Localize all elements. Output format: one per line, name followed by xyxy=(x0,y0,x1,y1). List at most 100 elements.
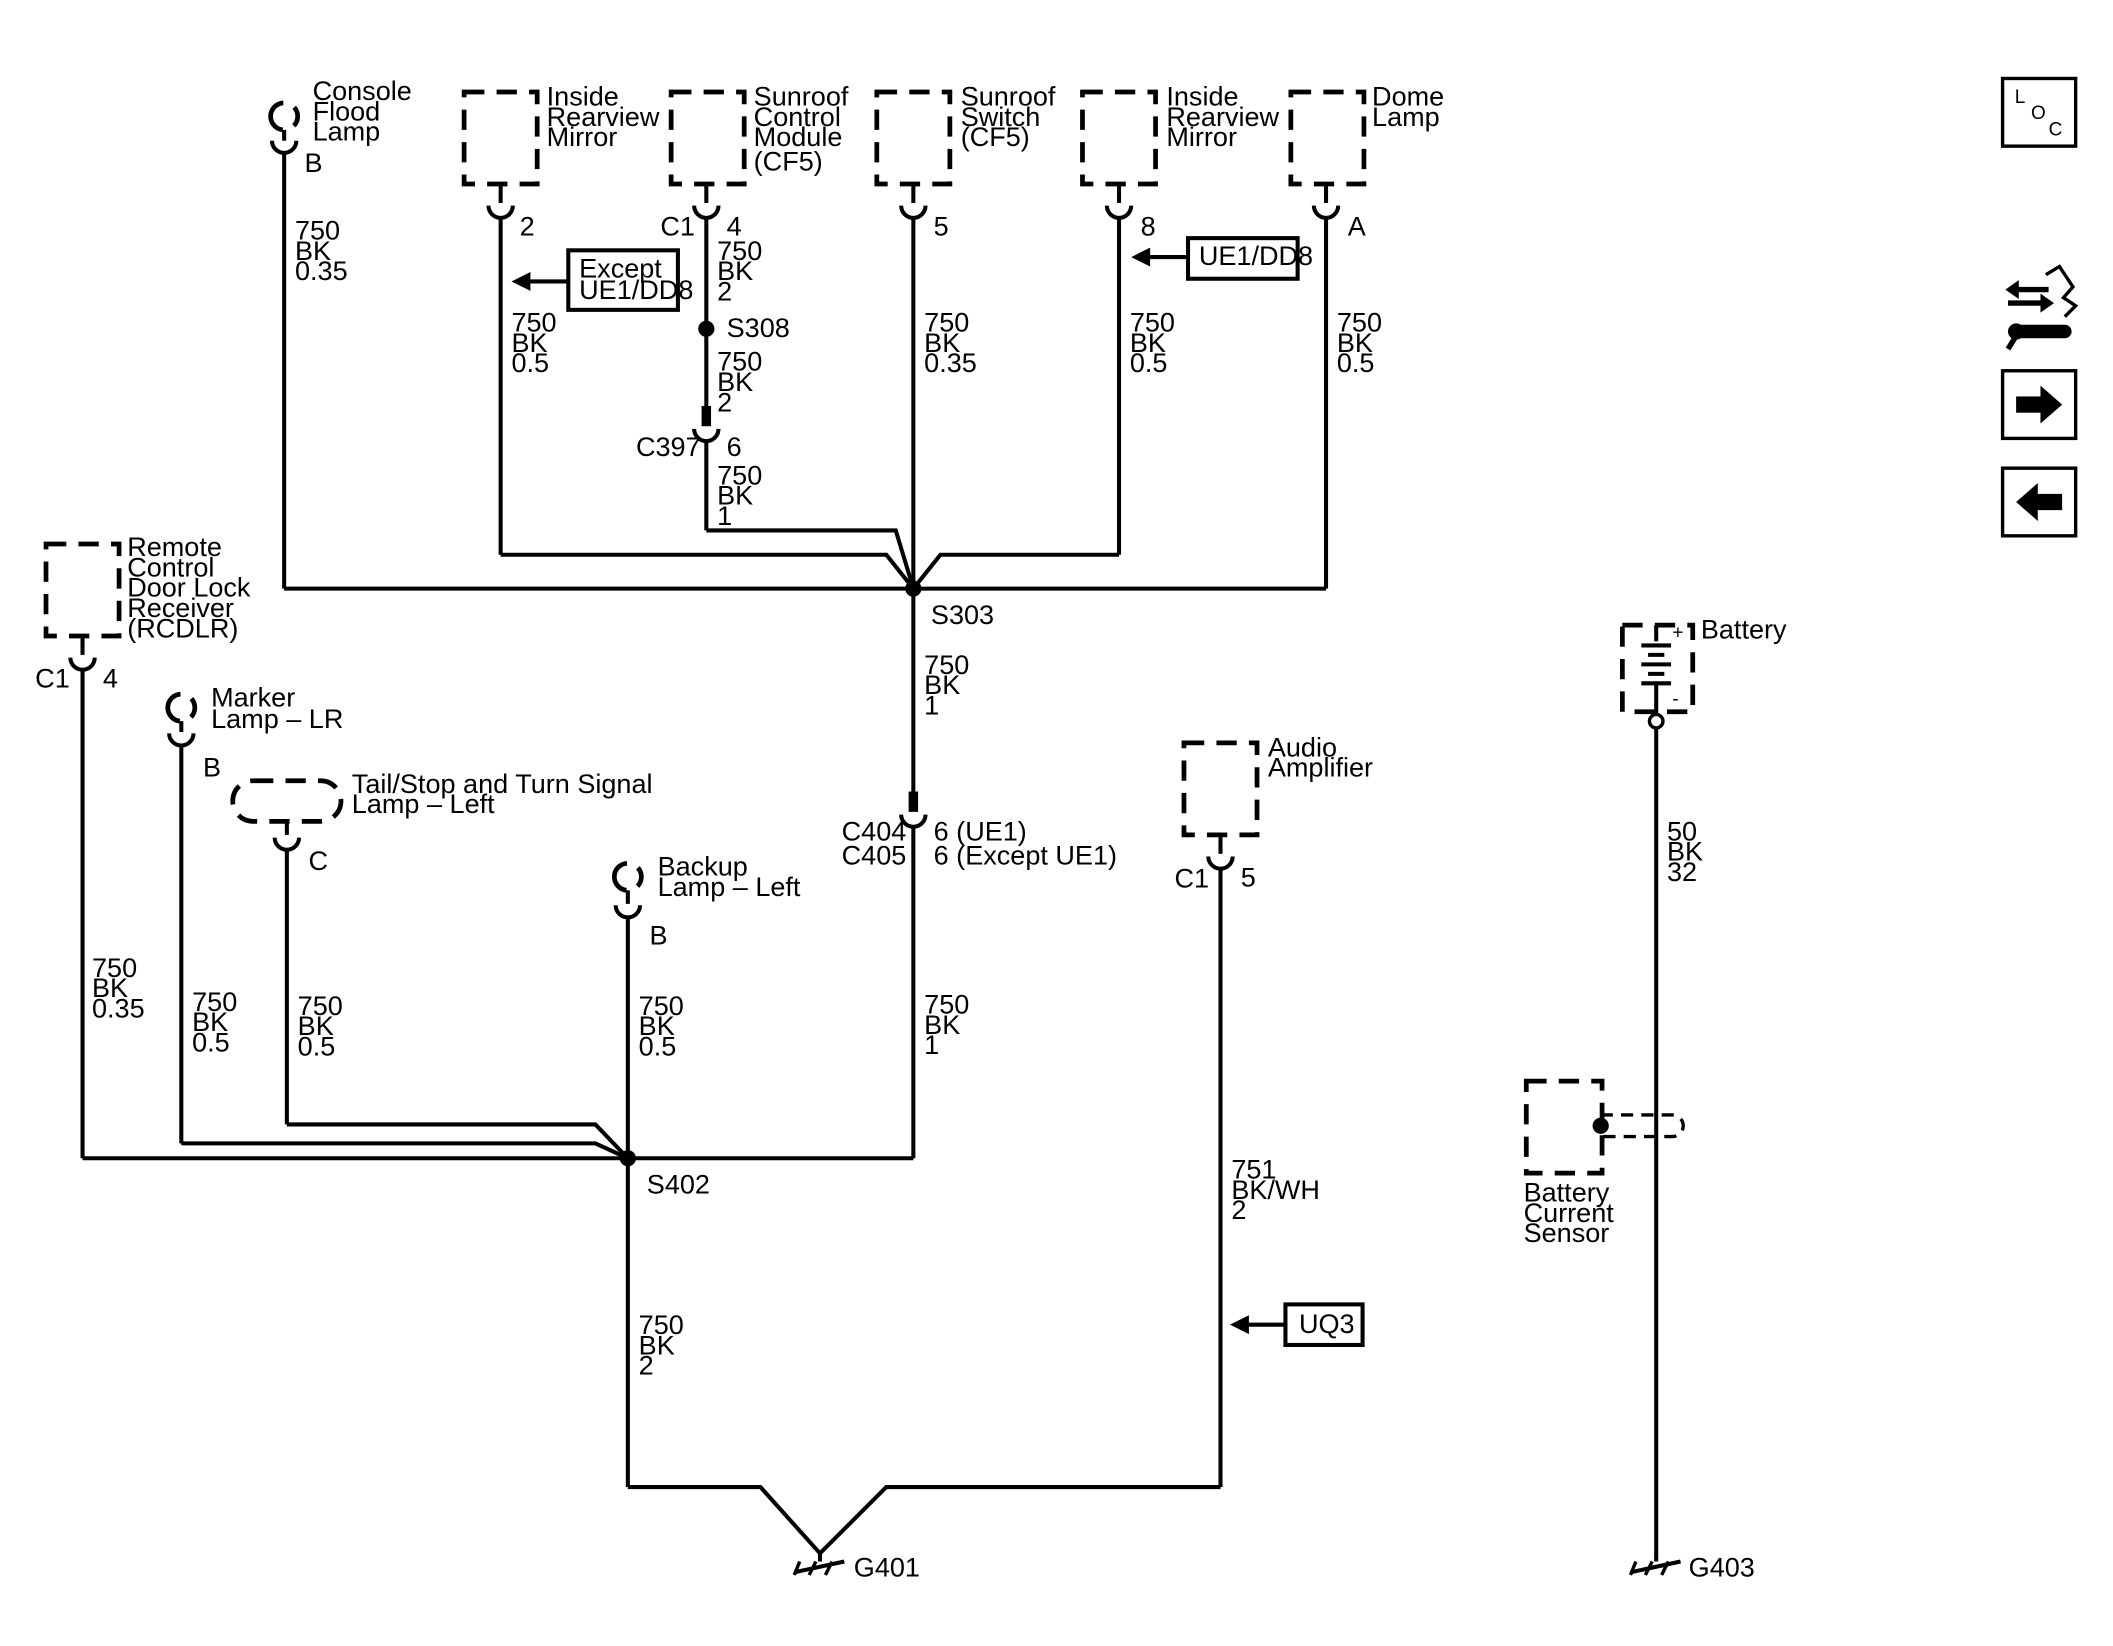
harness-route-icon xyxy=(2005,264,2079,351)
wire-label-console-flood: 750 BK 0.35 xyxy=(295,215,348,286)
wire-circuit: 50 xyxy=(1667,816,1697,846)
tail-label-1: Tail/Stop and Turn Signal xyxy=(352,769,653,799)
wire-label-rcdlr: 750 BK 0.35 xyxy=(92,953,145,1024)
wire-label-battery: 50 BK 32 xyxy=(1667,816,1703,887)
pin-label: B xyxy=(203,753,221,783)
splice-s402: S402 xyxy=(619,1150,710,1199)
wire-size: 0.5 xyxy=(639,1031,677,1061)
tail-label-2: Lamp – Left xyxy=(352,789,495,819)
option-label: UQ3 xyxy=(1299,1309,1355,1339)
battery-current-sensor: Battery Current Sensor xyxy=(1524,1078,1685,1248)
harness-route-button[interactable] xyxy=(2005,264,2079,351)
pin-label: 6 (UE1) xyxy=(934,816,1027,846)
wire-color: BK xyxy=(924,670,960,700)
sensor-label-3: Sensor xyxy=(1524,1218,1610,1248)
console-flood-label-3: Lamp xyxy=(313,117,381,147)
wire-circuit: 750 xyxy=(639,1310,684,1340)
wire-label-mirror2: 750 BK 0.5 xyxy=(1130,308,1175,379)
ground-label: G403 xyxy=(1689,1552,1755,1582)
mirror2-label-1: Inside xyxy=(1166,82,1238,112)
wire-circuit: 750 xyxy=(92,953,137,983)
rcdlr-label-2: Control xyxy=(127,552,214,582)
wire-label-mirror1: 750 BK 0.5 xyxy=(511,308,556,379)
connector-label: C1 xyxy=(1174,864,1209,894)
option-uq3: UQ3 xyxy=(1229,1302,1365,1348)
wire-size: 1 xyxy=(924,690,939,720)
mirror1-label-1: Inside xyxy=(547,82,619,112)
backup-label-1: Backup xyxy=(658,851,748,881)
connector-label: C404 xyxy=(842,816,907,846)
marker-label-1: Marker xyxy=(211,682,295,712)
wire-color: BK xyxy=(511,328,547,358)
sunroof-switch: Sunroof Switch (CF5) 5 xyxy=(874,82,1056,241)
wire-circuit: 751 xyxy=(1231,1155,1276,1185)
wire-color: BK xyxy=(924,1010,960,1040)
splice-label: S303 xyxy=(931,600,994,630)
minus-sign: - xyxy=(1672,689,1678,710)
dome-label-2: Lamp xyxy=(1372,102,1440,132)
sunroof-module-label-4: (CF5) xyxy=(754,146,823,176)
wire-label-backup: 750 BK 0.5 xyxy=(639,991,684,1062)
wire-color: BK xyxy=(1130,328,1166,358)
pin-label: 5 xyxy=(1241,862,1256,892)
option-label-2: UE1/DD8 xyxy=(579,275,693,305)
wire-color: BK xyxy=(92,973,128,1003)
wire-circuit: 750 xyxy=(924,650,969,680)
wire-label-module-mid: 750 BK 2 xyxy=(717,347,762,418)
mirror2-label-3: Mirror xyxy=(1166,122,1237,152)
pin-label: 4 xyxy=(103,663,118,693)
wire-label-s303-down: 750 BK 1 xyxy=(924,650,969,721)
lower-harness xyxy=(80,671,1659,1557)
location-button[interactable]: L O C xyxy=(2000,76,2078,148)
splice-s303: S303 xyxy=(905,580,994,630)
wire-size: 0.5 xyxy=(192,1027,230,1057)
pin-label: 6 (Except UE1) xyxy=(934,841,1117,871)
wire-label-dome: 750 BK 0.5 xyxy=(1337,308,1382,379)
plus-sign: + xyxy=(1672,623,1683,644)
wire-circuit: 750 xyxy=(295,215,340,245)
wire-circuit: 750 xyxy=(1337,308,1382,338)
ground-g403: G403 xyxy=(1628,1552,1755,1582)
connector-label: C1 xyxy=(660,211,695,241)
sunroof-switch-label-3: (CF5) xyxy=(961,122,1030,152)
wire-color: BK xyxy=(192,1007,228,1037)
sensor-label-2: Current xyxy=(1524,1198,1615,1228)
wire-color: BK/WH xyxy=(1231,1175,1320,1205)
wire-color: BK xyxy=(295,236,331,266)
next-page-button[interactable] xyxy=(2000,369,2078,441)
wire-color: BK xyxy=(1667,837,1703,867)
wire-color: BK xyxy=(717,481,753,511)
wire-label-c397-down: 750 BK 1 xyxy=(717,460,762,531)
wire-color: BK xyxy=(717,367,753,397)
wire-color: BK xyxy=(717,256,753,286)
option-label: UE1/DD8 xyxy=(1199,241,1313,271)
rcdlr-label-4: Receiver xyxy=(127,593,234,623)
rcdlr-label-5: (RCDLR) xyxy=(127,613,238,643)
marker-lamp-lr: Marker Lamp – LR B xyxy=(165,682,343,783)
previous-page-button[interactable] xyxy=(2000,466,2078,538)
sunroof-switch-label-2: Switch xyxy=(961,102,1041,132)
pin-label: C xyxy=(309,846,329,876)
wire-circuit: 750 xyxy=(924,989,969,1019)
pin-label: A xyxy=(1348,211,1366,241)
wire-circuit: 750 xyxy=(511,308,556,338)
wire-size: 1 xyxy=(717,501,732,531)
location-icon: L O C xyxy=(2015,87,2063,140)
wire-circuit: 750 xyxy=(639,991,684,1021)
wire-size: 2 xyxy=(717,387,732,417)
rcdlr-label-3: Door Lock xyxy=(127,573,251,603)
wire-color: BK xyxy=(1337,328,1373,358)
console-flood-lamp: Console Flood Lamp B xyxy=(268,76,412,178)
wire-circuit: 750 xyxy=(298,991,343,1021)
splice-label: S402 xyxy=(647,1169,710,1199)
wire-size: 2 xyxy=(639,1351,654,1381)
dome-lamp: Dome Lamp A xyxy=(1288,82,1444,241)
wire-size: 32 xyxy=(1667,857,1697,887)
pin-label: 6 xyxy=(727,432,742,462)
tail-stop-turn-signal-lamp-left: Tail/Stop and Turn Signal Lamp – Left C xyxy=(230,769,653,876)
ground-g401: G401 xyxy=(792,1552,920,1582)
wire-size: 0.35 xyxy=(295,256,348,286)
wire-size: 0.35 xyxy=(924,348,977,378)
dome-label-1: Dome xyxy=(1372,82,1444,112)
